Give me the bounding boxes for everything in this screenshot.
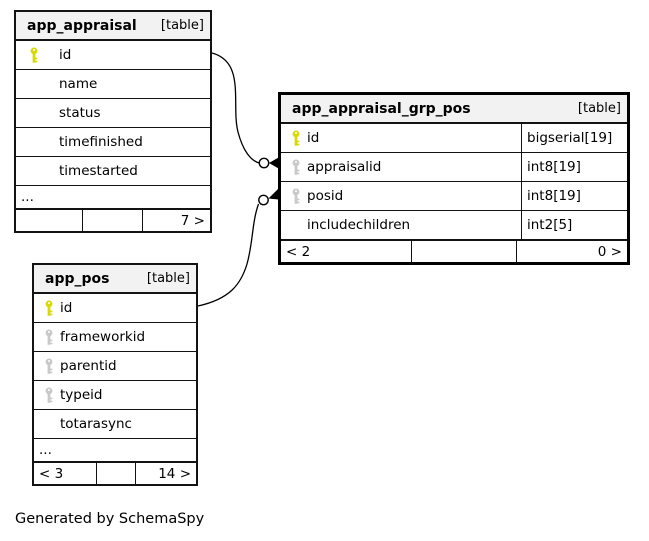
foreign-key-icon [45,329,53,345]
column-name: name [59,76,98,92]
column-name: status [59,105,101,121]
table-header: app_appraisal_grp_pos [table] [281,95,627,124]
column-name: id [60,300,73,316]
column-row: id bigserial[19] [281,124,627,153]
column-row: id [34,294,196,323]
column-type: bigserial[19] [521,124,627,152]
column-type: int8[19] [521,182,627,210]
table-type-tag: [table] [146,271,190,286]
hidden-columns-ellipsis: ... [16,186,210,209]
relationship-line-appraisalid [211,52,260,164]
column-row: name [16,70,210,99]
footer-children-count: < 3 [34,463,97,484]
column-name: typeid [60,387,103,403]
table-name[interactable]: app_appraisal_grp_pos [292,100,471,117]
column-name: totarasync [60,416,132,432]
generated-by-caption: Generated by SchemaSpy [15,511,205,527]
column-name: timestarted [59,163,138,179]
foreign-key-icon [292,188,300,204]
foreign-key-icon [45,387,53,403]
column-row: timefinished [16,128,210,157]
table-type-tag: [table] [160,18,204,33]
column-row: timestarted [16,157,210,186]
column-row: id [16,41,210,70]
column-type: int8[19] [521,153,627,181]
footer-mid-cell [412,241,517,262]
footer-children-count: < 2 [281,241,412,262]
table-footer: < 3 14 > [34,462,196,484]
table-footer: < 2 0 > [281,240,627,262]
footer-mid-cell [97,463,136,484]
foreign-key-icon [292,159,300,175]
column-name: posid [307,188,344,204]
table-footer: 7 > [16,209,210,231]
column-row: appraisalid int8[19] [281,153,627,182]
column-row: parentid [34,352,196,381]
footer-parents-count: 0 > [597,243,622,260]
column-row: frameworkid [34,323,196,352]
footer-parents-count: 14 > [158,465,191,482]
footer-parents-count: 7 > [180,212,205,229]
table-app-pos: app_pos [table] id frameworkid parentid … [32,263,198,486]
footer-children-count [16,210,83,231]
column-name: appraisalid [307,159,382,175]
footer-mid-cell [83,210,143,231]
column-row: typeid [34,381,196,410]
column-type: int2[5] [521,211,627,239]
table-name[interactable]: app_appraisal [27,17,137,34]
table-name[interactable]: app_pos [45,270,110,287]
hidden-columns-ellipsis: ... [34,439,196,462]
table-header: app_pos [table] [34,265,196,294]
column-name: frameworkid [60,329,146,345]
column-row: includechildren int2[5] [281,211,627,240]
column-name: id [59,47,72,63]
column-name: includechildren [307,217,411,233]
column-name: id [307,130,320,146]
zero-or-one-circle [258,194,269,206]
foreign-key-icon [45,358,53,374]
table-type-tag: [table] [577,101,621,116]
table-header: app_appraisal [table] [16,12,210,41]
relationship-line-posid [197,203,260,307]
table-app-appraisal: app_appraisal [table] id name status tim… [14,10,212,233]
relationship-arrowhead [268,188,279,200]
table-app-appraisal-grp-pos: app_appraisal_grp_pos [table] id bigseri… [278,92,630,265]
relationship-arrowhead [269,157,279,169]
column-name: timefinished [59,134,143,150]
column-row: totarasync [34,410,196,439]
primary-key-icon [30,47,38,63]
column-name: parentid [60,358,117,374]
column-row: status [16,99,210,128]
zero-or-one-circle [258,157,270,169]
primary-key-icon [292,130,300,146]
column-row: posid int8[19] [281,182,627,211]
primary-key-icon [45,300,53,316]
